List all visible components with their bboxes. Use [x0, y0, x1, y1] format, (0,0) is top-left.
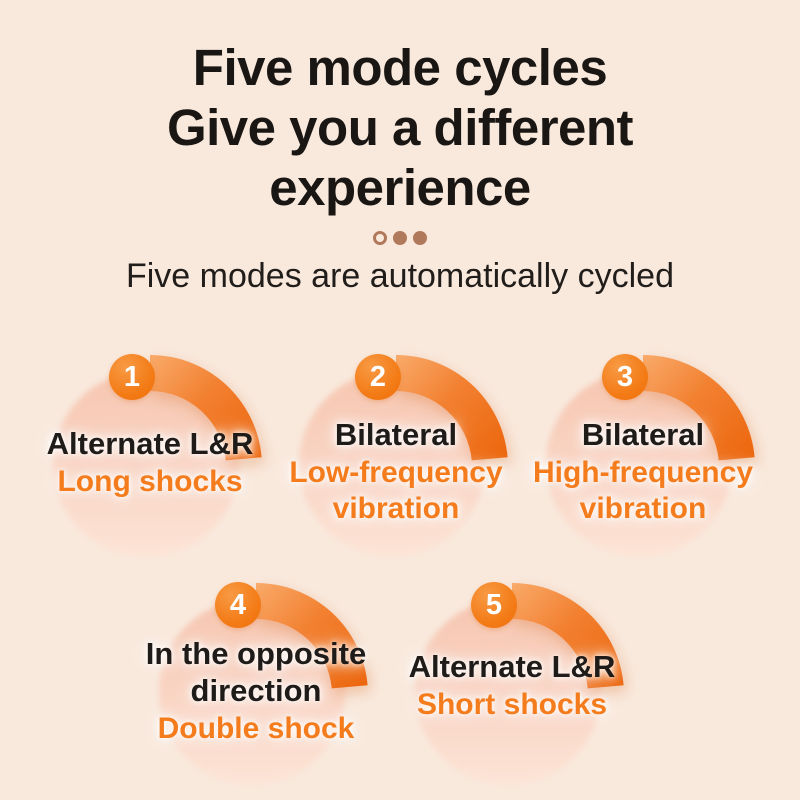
mode-text: Bilateral Low-frequency vibration	[251, 416, 541, 527]
mode-card-2: 2 Bilateral Low-frequency vibration	[271, 329, 521, 619]
mode-card-5: 5 Alternate L&R Short shocks	[387, 557, 637, 800]
mode-number-badge: 1	[109, 354, 155, 400]
progress-arc	[396, 355, 508, 461]
mode-text: Bilateral High-frequency vibration	[498, 416, 788, 527]
page-subtitle: Five modes are automatically cycled	[125, 257, 674, 295]
mode-description: Double shock	[157, 712, 355, 745]
mode-description: Long shocks	[57, 465, 243, 498]
mode-number: 1	[123, 360, 141, 393]
progress-arc	[643, 355, 755, 461]
mode-text: Alternate L&R Short shocks	[367, 648, 657, 723]
mode-number: 3	[616, 360, 634, 393]
mode-number: 4	[229, 588, 247, 621]
mode-number-badge: 2	[355, 354, 401, 400]
mode-number: 2	[369, 360, 387, 393]
mode-card-3: 3 Bilateral High-frequency vibration	[518, 329, 768, 619]
mode-description: Low-frequency vibration	[289, 456, 503, 525]
mode-description: Short shocks	[416, 688, 608, 721]
pagination-dots	[0, 231, 800, 245]
mode-card-4: 4 In the opposite direction Double shock	[131, 557, 381, 800]
mode-description: High-frequency vibration	[532, 456, 754, 525]
progress-arc	[150, 355, 262, 461]
pagination-dot	[413, 231, 427, 245]
mode-name: Alternate L&R	[408, 649, 616, 684]
pagination-dot	[393, 231, 407, 245]
mode-text: In the opposite direction Double shock	[111, 635, 401, 747]
mode-name: Bilateral	[581, 417, 705, 452]
mode-text: Alternate L&R Long shocks	[5, 425, 295, 500]
mode-number-badge: 4	[215, 582, 261, 628]
mode-number-badge: 5	[471, 582, 517, 628]
progress-arc	[256, 583, 368, 689]
page-title: Five mode cycles Give you a different ex…	[166, 39, 634, 216]
mode-number: 5	[485, 588, 503, 621]
mode-name: Alternate L&R	[46, 426, 254, 461]
mode-number-badge: 3	[602, 354, 648, 400]
progress-arc	[512, 583, 624, 689]
pagination-dot	[373, 231, 387, 245]
mode-name: In the opposite direction	[145, 636, 367, 708]
mode-name: Bilateral	[334, 417, 458, 452]
mode-card-1: 1 Alternate L&R Long shocks	[25, 329, 275, 619]
